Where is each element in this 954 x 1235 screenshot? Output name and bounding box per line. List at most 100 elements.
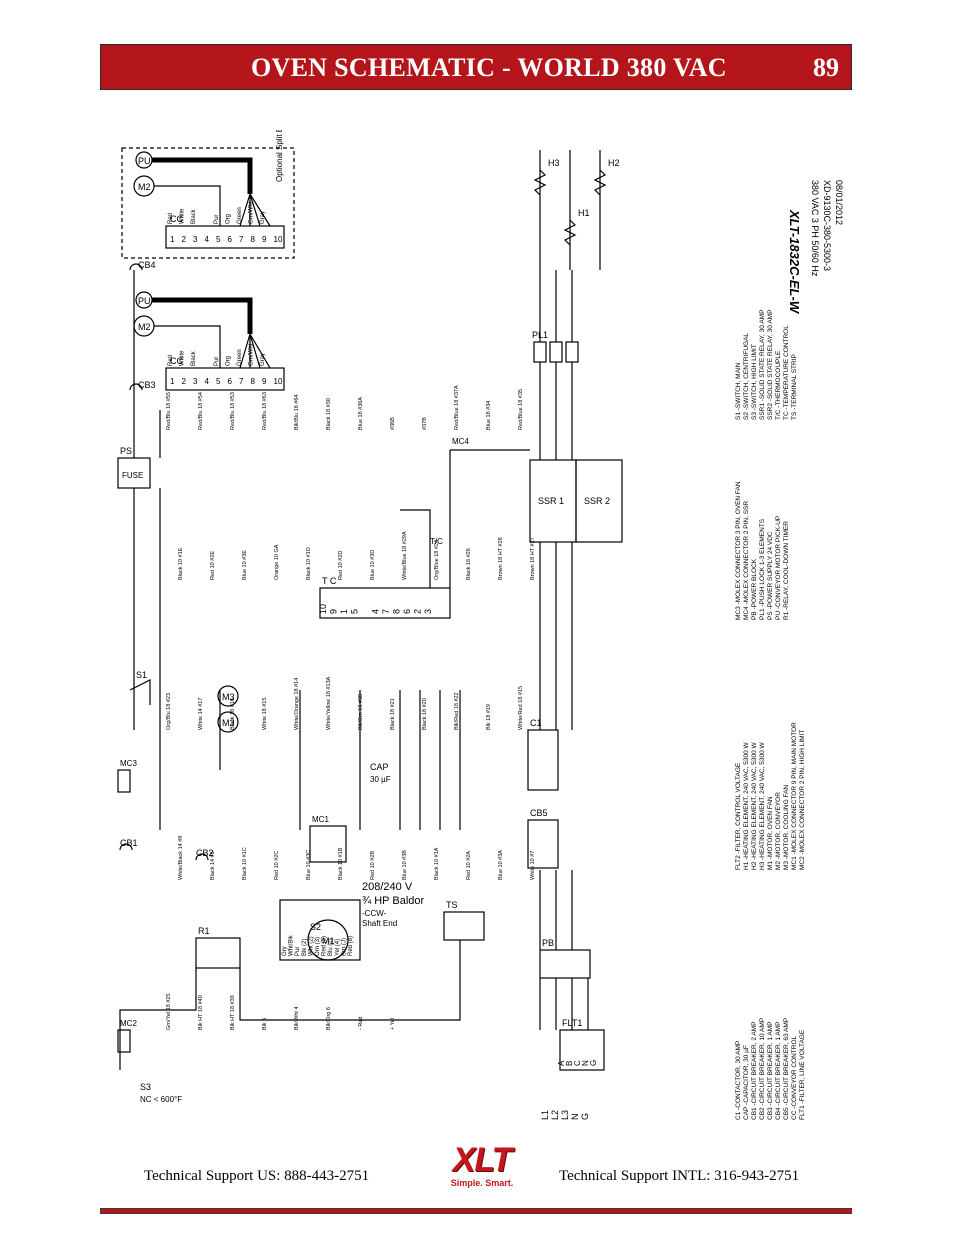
cc-wire-color: Grn/Wht xyxy=(249,343,255,366)
cc-label-top: CC xyxy=(170,214,183,224)
oven-schematic: Optional Split Belt Conveyor CB4 CB3 CC … xyxy=(117,130,844,1121)
cb3-label: CB3 xyxy=(138,380,156,390)
cb5-label: CB5 xyxy=(530,808,548,818)
cc-terminal-number: 8 xyxy=(251,235,256,244)
logo-tagline: Simple. Smart. xyxy=(450,1178,514,1188)
motor-wire-label: Gry xyxy=(282,946,288,956)
cc-wire-color: Black xyxy=(191,208,197,224)
flt-terminal-label: N xyxy=(581,1060,590,1066)
ts-label: TS xyxy=(446,900,458,910)
legend-entry: SSR2 -SOLID STATE RELAY, 30 AMP xyxy=(767,310,774,420)
legend-entry: H1 -HEATING ELEMENT, 240 VAC, 5300 W xyxy=(743,742,750,870)
legend-entry: R1 -RELAY, COOL-DOWN TIMER xyxy=(783,521,790,620)
cc-wire-color: Red xyxy=(168,213,174,224)
footer-rule xyxy=(100,1208,852,1214)
logo-wordmark: XLT xyxy=(452,1141,513,1179)
temperature-control-box xyxy=(319,587,451,619)
legend-entry: CB3 -CIRCUIT BREAKER, 1 AMP xyxy=(767,1022,774,1121)
wire-label: Blue 10 #3B xyxy=(402,850,408,880)
mc1-label: MC1 xyxy=(312,815,329,824)
r1-label: R1 xyxy=(198,926,210,936)
wire-label: + Yel xyxy=(390,1018,396,1030)
cc-terminal-number: 1 xyxy=(170,235,175,244)
cc-terminal-number: 6 xyxy=(228,235,233,244)
tc-terminal-number: 4 xyxy=(371,609,381,614)
optional-conveyor-note: Optional Split Belt Conveyor xyxy=(275,130,284,182)
wire-label: Orange 10 GA xyxy=(274,544,280,580)
motor-wire-label: Wht (2) xyxy=(308,936,314,956)
legend-entry: H3 -HEATING ELEMENT, 240 VAC, 5300 W xyxy=(759,742,766,870)
motor-end: Shaft End xyxy=(362,919,397,928)
optional-conveyor-box xyxy=(121,147,295,259)
wire-label: #37B xyxy=(422,417,428,430)
cc-terminal-number: 2 xyxy=(182,377,187,386)
cc-wire-color: Grn/Wht xyxy=(249,201,255,224)
tc-probe-label: T/C xyxy=(430,537,443,546)
molex-connector-mc2 xyxy=(117,1029,131,1053)
wire-label: Red/Blu 18 #53 xyxy=(230,392,236,430)
ps-label: PS xyxy=(120,446,132,456)
wire-label: White/Red 18 #15 xyxy=(518,686,524,730)
cb4-label: CB4 xyxy=(138,260,156,270)
wire-label: Red/Blue 18 #35 xyxy=(518,389,524,430)
relay-r1 xyxy=(195,937,241,969)
ssr2-box xyxy=(575,459,623,543)
legend-entry: M3 -MOTOR, COOLING FAN xyxy=(783,785,790,870)
wire-label: Black 10 #1E xyxy=(178,547,184,580)
support-intl: Technical Support INTL: 316-943-2751 xyxy=(559,1168,800,1184)
line-input-label: L1 xyxy=(540,1110,550,1120)
circuit-breaker-cb1 xyxy=(119,843,133,851)
cc-terminal-number: 5 xyxy=(216,377,221,386)
wire-label: White 10 #7 xyxy=(530,851,536,880)
cc-label-lower: CC xyxy=(170,356,183,366)
line-input-label: L2 xyxy=(550,1110,560,1120)
cc-terminal-block-top xyxy=(165,225,285,249)
wire-label: Black 10 #1C xyxy=(242,847,248,880)
cc-terminal-number: 4 xyxy=(205,235,210,244)
pl1-label: PL1 xyxy=(532,330,548,340)
cc-wire-color: White xyxy=(180,350,186,366)
wire-label: Blue 10 #3D xyxy=(370,550,376,580)
page-number: 89 xyxy=(813,53,839,82)
fuse-label: FUSE xyxy=(122,471,143,480)
wire-label: Red 10 #2D xyxy=(338,551,344,580)
legend-entry: CB4 -CIRCUIT BREAKER, 1 AMP xyxy=(775,1022,782,1121)
wire-label: Grn/Yel 18 #25 xyxy=(166,994,172,1031)
mc4-label: MC4 xyxy=(452,437,469,446)
wire-label: Blue 10 #3A xyxy=(498,850,504,880)
tc-label: T C xyxy=(322,576,337,586)
wire-label: Red 10 #2A xyxy=(466,851,472,880)
cb2-label: CB2 xyxy=(196,848,214,858)
wire-label: White 14 #17 xyxy=(198,698,204,730)
flt-terminal-label: B xyxy=(565,1061,574,1066)
flt1-label: FLT1 xyxy=(562,1018,582,1028)
s2-label: S2 xyxy=(310,922,321,932)
cc-wire-color: White xyxy=(180,208,186,224)
flt-terminal-label: A xyxy=(557,1060,566,1066)
legend-entry: CC -CONVEYOR CONTROL xyxy=(791,1035,798,1120)
cc-terminal-number: 2 xyxy=(182,235,187,244)
legend-entry: PU -CONVEYOR MOTOR PICK-UP xyxy=(775,516,782,620)
ssr1-label: SSR 1 xyxy=(538,496,564,506)
motor-wire-label: Red (5) xyxy=(322,936,328,956)
wire-label: Black 10 #1D xyxy=(306,547,312,580)
legend-entry: CB2 -CIRCUIT BREAKER, 10 AMP xyxy=(759,1018,766,1120)
cb1-label: CB1 xyxy=(120,838,138,848)
tc-terminal-number: 10 xyxy=(318,604,328,614)
contactor-c1 xyxy=(527,729,559,791)
wire-label: Black 18 #30 xyxy=(326,398,332,430)
cc-wire-color: Org xyxy=(226,356,232,366)
cc-terminal-number: 8 xyxy=(251,377,256,386)
cc-wire-color: Pur xyxy=(214,357,220,366)
wire-label: Blk HT 18 #40 xyxy=(198,995,204,1030)
motor-hp: ¾ HP Baldor xyxy=(362,895,425,907)
wire-label: Black 10 #1B xyxy=(338,847,344,880)
circuit-breaker-cb4 xyxy=(129,263,143,271)
cc-terminal-number: 1 xyxy=(170,377,175,386)
cc-wire-color: Black xyxy=(191,350,197,366)
filter-flt1 xyxy=(559,1029,605,1071)
cc-terminal-number: 7 xyxy=(239,235,244,244)
wire-label: - Red xyxy=(358,1017,364,1030)
page-header: OVEN SCHEMATIC - WORLD 380 VAC 89 xyxy=(100,44,852,90)
m2-label-top: M2 xyxy=(138,182,151,192)
